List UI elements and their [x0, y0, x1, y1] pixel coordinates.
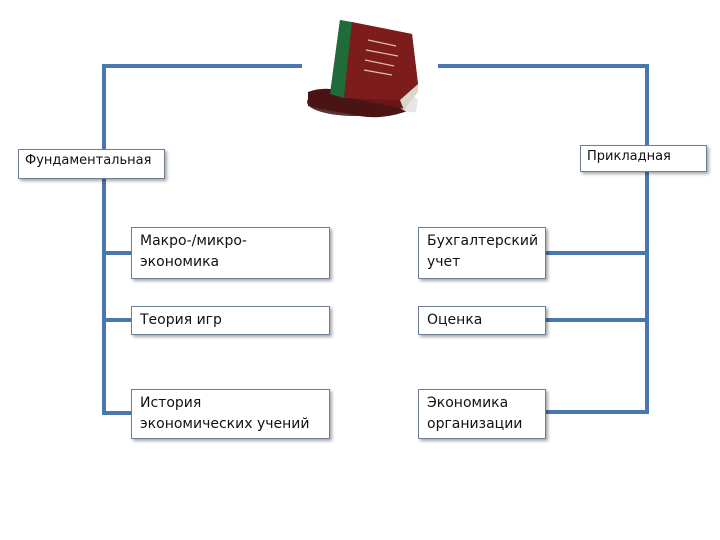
left-item-line1: История	[140, 395, 202, 411]
fundamental-category: Фундаментальная	[18, 149, 165, 179]
right-item-line2: организации	[427, 416, 523, 432]
fundamental-category-label: Фундаментальная	[25, 153, 152, 168]
right-item-valuation: Оценка	[418, 306, 546, 335]
right-item-line1: Оценка	[427, 312, 483, 328]
left-item-line2: экономика	[140, 254, 220, 270]
right-item-organization-economics: Экономика организации	[418, 389, 546, 439]
left-item-line1: Макро-/микро-	[140, 233, 247, 249]
applied-category: Прикладная	[580, 145, 707, 172]
right-item-line1: Бухгалтерский	[427, 233, 539, 249]
left-item-line2: экономических учений	[140, 416, 310, 432]
right-item-line2: учет	[427, 254, 461, 270]
left-item-history: История экономических учений	[131, 389, 330, 439]
left-item-macro-micro: Макро-/микро- экономика	[131, 227, 330, 279]
left-item-game-theory: Теория игр	[131, 306, 330, 335]
applied-category-label: Прикладная	[587, 149, 671, 164]
left-item-line1: Теория игр	[140, 312, 222, 328]
right-item-accounting: Бухгалтерский учет	[418, 227, 546, 279]
right-item-line1: Экономика	[427, 395, 509, 411]
book-icon	[307, 20, 418, 118]
